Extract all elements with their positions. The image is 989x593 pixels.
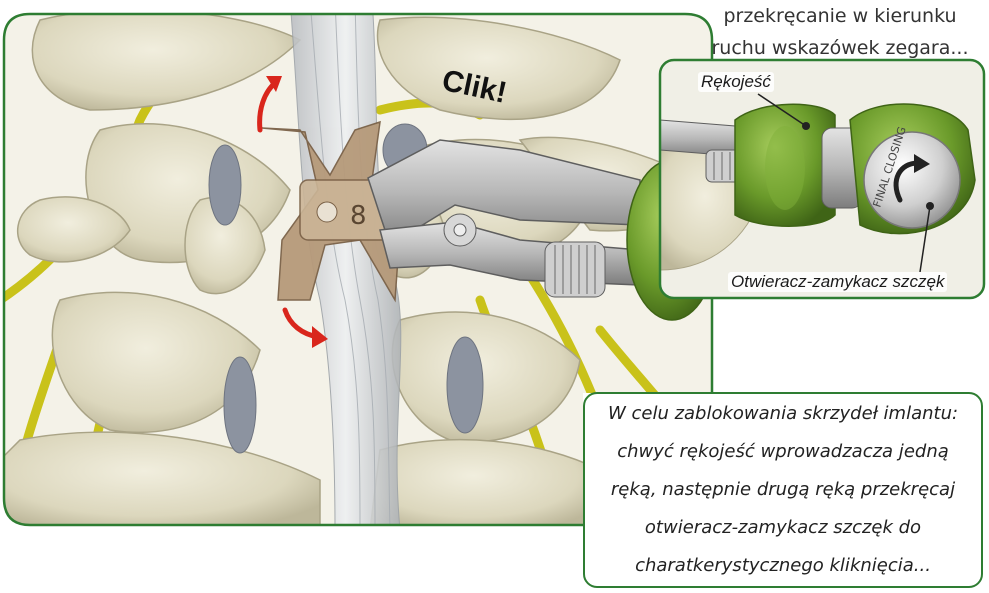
instruction-line-1: W celu zablokowania skrzydeł imlantu: [607,403,959,424]
handle-label: Rękojeść [698,72,774,92]
instruction-box: W celu zablokowania skrzydeł imlantu: ch… [583,392,983,588]
implant-mark: 8 [350,201,367,231]
rotation-arrows [257,76,328,348]
jaw-opener-closer-label: Otwieracz-zamykacz szczęk [728,272,948,292]
caption-line-1: przekręcanie w kierunku [723,5,957,27]
instruction-line-2: chwyć rękojeść wprowadzacza jedną [617,441,949,462]
clockwise-arrow-icon [893,160,921,203]
caption-line-2: ruchu wskazówek zegara... [711,37,969,59]
instruction-line-3: ręką, następnie drugą ręką przekręcaj [610,479,956,500]
handle-inset: FINAL CLOSING [658,58,986,300]
inset-frame [658,58,986,300]
caption-top: przekręcanie w kierunku ruchu wskazówek … [700,0,980,64]
spine-illustration: 8 [4,14,712,525]
instruction-line-4: otwieracz-zamykacz szczęk do [644,517,922,538]
interspinous-implant: 8 [261,120,401,303]
instruction-line-5: charatkerystycznego kliknięcia... [635,555,931,576]
main-frame [2,12,714,527]
